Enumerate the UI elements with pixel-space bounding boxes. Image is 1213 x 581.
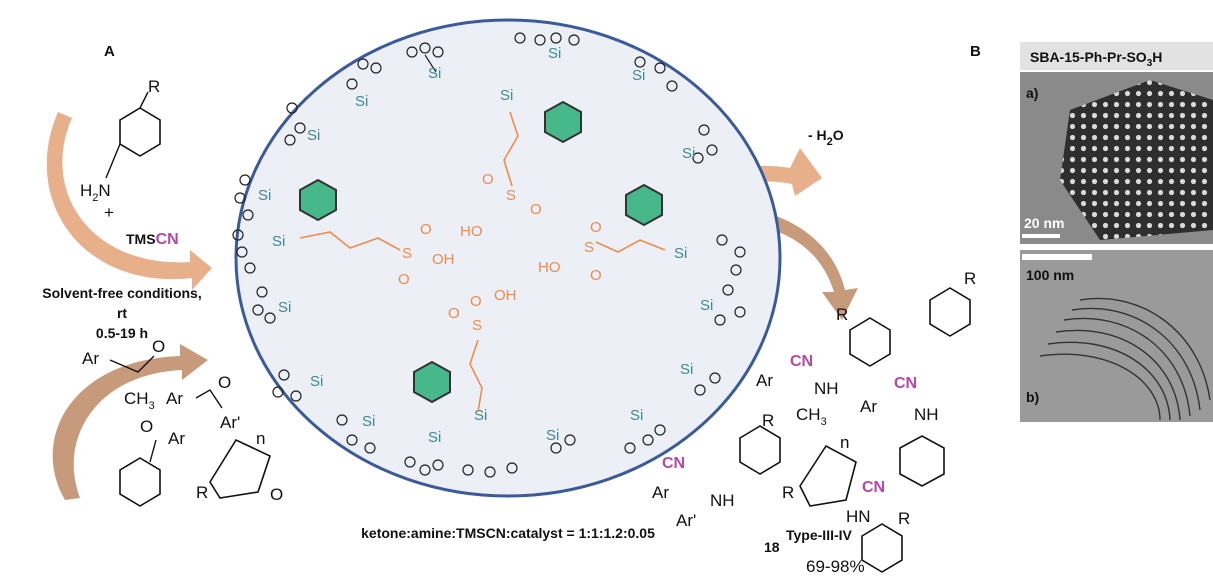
- svg-text:Si: Si: [674, 245, 687, 262]
- svg-text:NH: NH: [710, 491, 735, 510]
- svg-text:Si: Si: [546, 427, 559, 444]
- svg-text:Ar: Ar: [82, 349, 99, 368]
- catalyst-sphere: [234, 18, 782, 498]
- silica-surface-groups: [232, 32, 746, 478]
- conditions-line-1: Solvent-free conditions,: [42, 285, 201, 301]
- svg-text:HN: HN: [846, 507, 871, 526]
- svg-text:Ar: Ar: [652, 483, 669, 502]
- silicon-atoms: Si Si Si Si Si Si Si Si Si Si Si Si Si S…: [258, 45, 713, 446]
- svg-text:R: R: [782, 483, 794, 502]
- svg-text:O: O: [420, 221, 432, 238]
- svg-text:CN: CN: [662, 455, 685, 472]
- svg-text:Ar': Ar': [220, 413, 240, 432]
- sulfonic-acid-labels: S O O HO S O O OH S O O HO S O O OH: [398, 171, 602, 334]
- svg-text:NH: NH: [814, 379, 839, 398]
- tem-scale-b: 100 nm: [1026, 267, 1074, 283]
- water-byproduct: - H2O: [808, 127, 844, 148]
- svg-text:Ar: Ar: [166, 389, 183, 408]
- svg-text:S: S: [402, 245, 412, 262]
- svg-text:CN: CN: [862, 479, 885, 496]
- svg-text:Si: Si: [680, 361, 693, 378]
- svg-text:Si: Si: [428, 429, 441, 446]
- svg-text:CH3: CH3: [796, 405, 827, 428]
- product-type: Type-III-IV: [786, 527, 853, 543]
- svg-text:O: O: [398, 271, 410, 288]
- compound-number: 18: [764, 539, 780, 555]
- tem-scale-a: 20 nm: [1024, 215, 1064, 231]
- svg-text:S: S: [472, 317, 482, 334]
- plus-sign: +: [104, 203, 114, 222]
- svg-text:NH: NH: [914, 405, 939, 424]
- svg-text:O: O: [140, 417, 153, 436]
- svg-text:R: R: [836, 305, 848, 324]
- svg-text:HO: HO: [460, 223, 483, 240]
- reagent-ratio: ketone:amine:TMSCN:catalyst = 1:1:1.2:0.…: [361, 525, 655, 541]
- phenyl-rings: [299, 100, 663, 404]
- svg-text:CN: CN: [894, 375, 917, 392]
- svg-text:Si: Si: [682, 145, 695, 162]
- svg-text:O: O: [152, 337, 165, 356]
- curved-arrow-reactants: [46, 112, 212, 290]
- product-yield: 69-98%: [806, 557, 865, 576]
- tem-label-b: b): [1026, 389, 1039, 405]
- tem-panel: SBA-15-Ph-Pr-SO3H a) 20 nm 100 nm b): [1020, 42, 1213, 422]
- svg-text:Ar: Ar: [756, 371, 773, 390]
- svg-text:n: n: [840, 433, 849, 452]
- ketone-substrates: Ar O CH3 Ar O Ar' O Ar n R O: [82, 337, 283, 507]
- svg-text:R: R: [762, 411, 774, 430]
- svg-text:Ar: Ar: [168, 429, 185, 448]
- tem-title: SBA-15-Ph-Pr-SO3H: [1030, 49, 1162, 69]
- svg-text:Si: Si: [630, 407, 643, 424]
- svg-text:Si: Si: [632, 67, 645, 84]
- svg-text:R: R: [196, 483, 208, 502]
- svg-text:Si: Si: [362, 413, 375, 430]
- svg-text:CN: CN: [790, 353, 813, 370]
- svg-text:Ar: Ar: [860, 397, 877, 416]
- svg-text:OH: OH: [494, 287, 517, 304]
- svg-text:Si: Si: [307, 127, 320, 144]
- svg-text:R: R: [898, 509, 910, 528]
- curved-arrow-ketones: [52, 344, 208, 500]
- svg-text:Si: Si: [700, 297, 713, 314]
- svg-text:Si: Si: [258, 187, 271, 204]
- svg-text:Si: Si: [310, 373, 323, 390]
- svg-text:O: O: [590, 219, 602, 236]
- svg-text:S: S: [584, 239, 594, 256]
- svg-text:Si: Si: [500, 87, 513, 104]
- svg-text:O: O: [482, 171, 494, 188]
- svg-text:O: O: [218, 373, 231, 392]
- conditions-line-3: 0.5-19 h: [96, 325, 148, 341]
- svg-text:Si: Si: [428, 65, 441, 82]
- svg-text:Si: Si: [355, 93, 368, 110]
- sulfonic-acid-chains: [299, 111, 666, 413]
- aniline-r: R: [148, 77, 160, 96]
- amine-label: H2N: [80, 181, 111, 204]
- svg-text:Ar': Ar': [676, 511, 696, 530]
- svg-text:HO: HO: [538, 259, 561, 276]
- tmscn-label: TMSCN: [126, 231, 179, 248]
- panel-label-b: B: [970, 43, 981, 60]
- svg-text:Si: Si: [278, 299, 291, 316]
- svg-text:O: O: [590, 267, 602, 284]
- svg-text:Si: Si: [548, 45, 561, 62]
- conditions-line-2: rt: [117, 305, 127, 321]
- panel-label-a: A: [104, 43, 115, 60]
- reaction-conditions: Solvent-free conditions, rt 0.5-19 h: [42, 285, 201, 341]
- svg-text:Si: Si: [272, 233, 285, 250]
- svg-text:O: O: [270, 485, 283, 504]
- svg-text:CH3: CH3: [124, 389, 155, 412]
- tem-label-a: a): [1026, 85, 1038, 101]
- svg-text:R: R: [964, 269, 976, 288]
- svg-text:n: n: [256, 429, 265, 448]
- svg-text:O: O: [470, 293, 482, 310]
- svg-text:Si: Si: [474, 407, 487, 424]
- alpha-aminonitrile-products: R CN Ar NH CH3 R CN Ar NH R CN Ar NH Ar'…: [652, 269, 976, 576]
- svg-text:S: S: [506, 187, 516, 204]
- aniline-reagent: R H2N + TMSCN: [80, 77, 179, 248]
- svg-text:O: O: [530, 201, 542, 218]
- svg-text:OH: OH: [432, 251, 455, 268]
- svg-text:O: O: [448, 305, 460, 322]
